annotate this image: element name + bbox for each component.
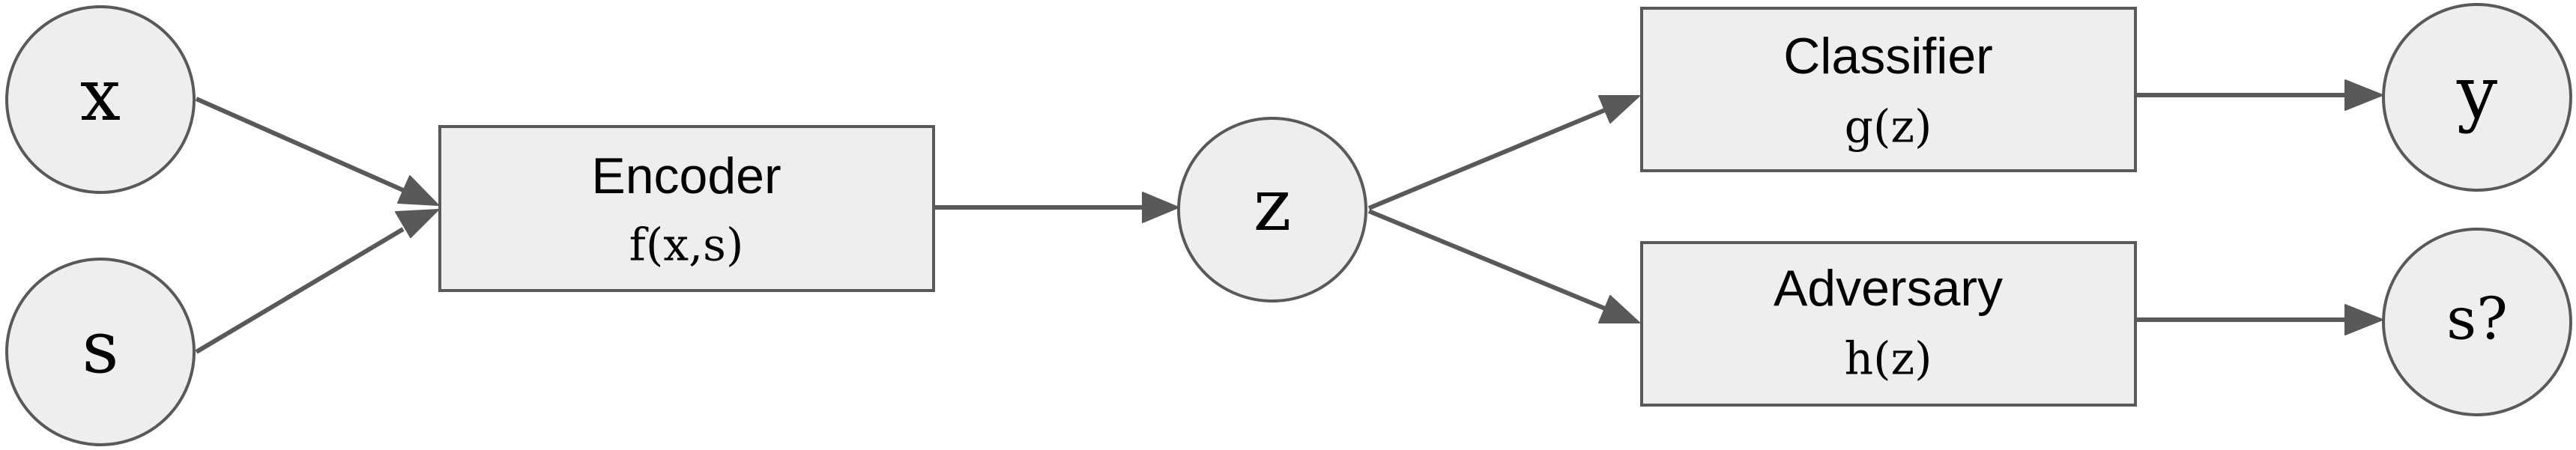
edge-x-to-encoder xyxy=(195,97,439,206)
adversary-title: Adversary xyxy=(1774,260,2003,317)
edge-classifier-to-y xyxy=(2134,79,2383,111)
node-s: s xyxy=(5,258,196,446)
node-s-pred: s? xyxy=(2382,228,2572,416)
adversary-block: Adversary h(z) xyxy=(1640,241,2137,407)
classifier-function: g(z) xyxy=(1845,101,1932,153)
node-y: y xyxy=(2382,3,2572,192)
encoder-block: Encoder f(x,s) xyxy=(438,125,935,292)
node-x-label: x xyxy=(80,53,121,137)
node-y-label: y xyxy=(2456,51,2497,135)
edge-z-to-adversary xyxy=(1367,209,1640,323)
encoder-title: Encoder xyxy=(591,148,781,204)
classifier-title: Classifier xyxy=(1783,28,1993,85)
encoder-function: f(x,s) xyxy=(629,219,744,272)
node-s-pred-label: s? xyxy=(2446,286,2508,353)
classifier-block: Classifier g(z) xyxy=(1640,7,2137,172)
edge-adversary-to-s-pred xyxy=(2134,304,2383,335)
edge-z-to-classifier xyxy=(1367,95,1640,210)
node-z: z xyxy=(1177,117,1367,302)
edge-s-to-encoder xyxy=(195,209,439,354)
node-z-label: z xyxy=(1254,163,1292,247)
node-s-label: s xyxy=(82,305,118,389)
edges xyxy=(195,79,2383,354)
edge-encoder-to-z xyxy=(934,192,1179,223)
node-x: x xyxy=(5,5,196,194)
adversary-function: h(z) xyxy=(1844,333,1932,386)
